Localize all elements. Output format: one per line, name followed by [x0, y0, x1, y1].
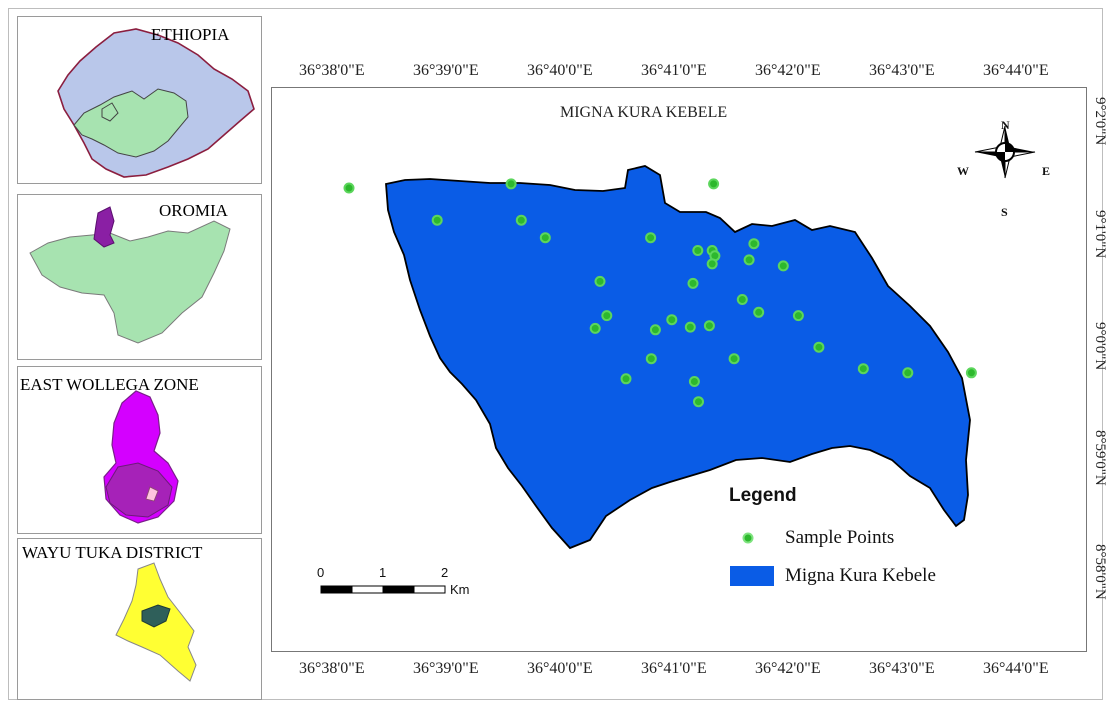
map-title: MIGNA KURA KEBELE — [560, 104, 728, 121]
x-tick-top: 36°39'0"E — [413, 62, 479, 79]
ethiopia-map — [57, 28, 255, 178]
x-tick-top: 36°43'0"E — [869, 62, 935, 79]
inset-wayu-tuka: WAYU TUKA DISTRICT — [17, 538, 262, 700]
y-tick-right: 9°0'0"N — [1092, 322, 1108, 371]
wayu-tuka-map — [115, 562, 197, 682]
x-tick-bottom: 36°41'0"E — [641, 660, 707, 677]
inset-oromia: OROMIA — [17, 194, 262, 360]
inset-title-east-wollega: EAST WOLLEGA ZONE — [20, 375, 199, 394]
scale-bar-label: 2 — [441, 565, 449, 580]
oromia-map — [29, 206, 231, 344]
x-tick-top: 36°38'0"E — [299, 62, 365, 79]
compass-south-label: S — [1001, 205, 1008, 219]
inset-title-ethiopia: ETHIOPIA — [151, 25, 230, 44]
compass-west-label: W — [957, 164, 969, 178]
x-tick-top: 36°41'0"E — [641, 62, 707, 79]
x-tick-bottom: 36°44'0"E — [983, 660, 1049, 677]
y-tick-right: 9°1'0"N — [1092, 210, 1108, 259]
inset-title-oromia: OROMIA — [159, 201, 228, 220]
figure-border — [8, 8, 1103, 700]
x-tick-top: 36°42'0"E — [755, 62, 821, 79]
inset-ethiopia: ETHIOPIA — [17, 16, 262, 184]
x-tick-top: 36°44'0"E — [983, 62, 1049, 79]
x-tick-bottom: 36°40'0"E — [527, 660, 593, 677]
y-tick-right: 9°2'0"N — [1092, 97, 1108, 146]
legend-label-sample-points: Sample Points — [785, 527, 895, 548]
x-tick-bottom: 36°42'0"E — [755, 660, 821, 677]
y-tick-right: 8°58'0"N — [1092, 544, 1108, 600]
compass-east-label: E — [1042, 164, 1051, 178]
x-tick-bottom: 36°39'0"E — [413, 660, 479, 677]
legend-label-kebele: Migna Kura Kebele — [785, 565, 936, 586]
x-tick-bottom: 36°43'0"E — [869, 660, 935, 677]
inset-east-wollega: EAST WOLLEGA ZONE — [17, 366, 262, 534]
scale-bar-unit: Km — [450, 582, 470, 597]
east-wollega-map — [103, 390, 179, 524]
x-tick-top: 36°40'0"E — [527, 62, 593, 79]
y-tick-right: 8°59'0"N — [1092, 430, 1108, 486]
compass-north-label: N — [1001, 118, 1010, 132]
inset-title-wayu-tuka: WAYU TUKA DISTRICT — [22, 543, 203, 562]
x-tick-bottom: 36°38'0"E — [299, 660, 365, 677]
scale-bar-label: 0 — [317, 565, 325, 580]
scale-bar-label: 1 — [379, 565, 387, 580]
legend-title: Legend — [729, 485, 797, 506]
